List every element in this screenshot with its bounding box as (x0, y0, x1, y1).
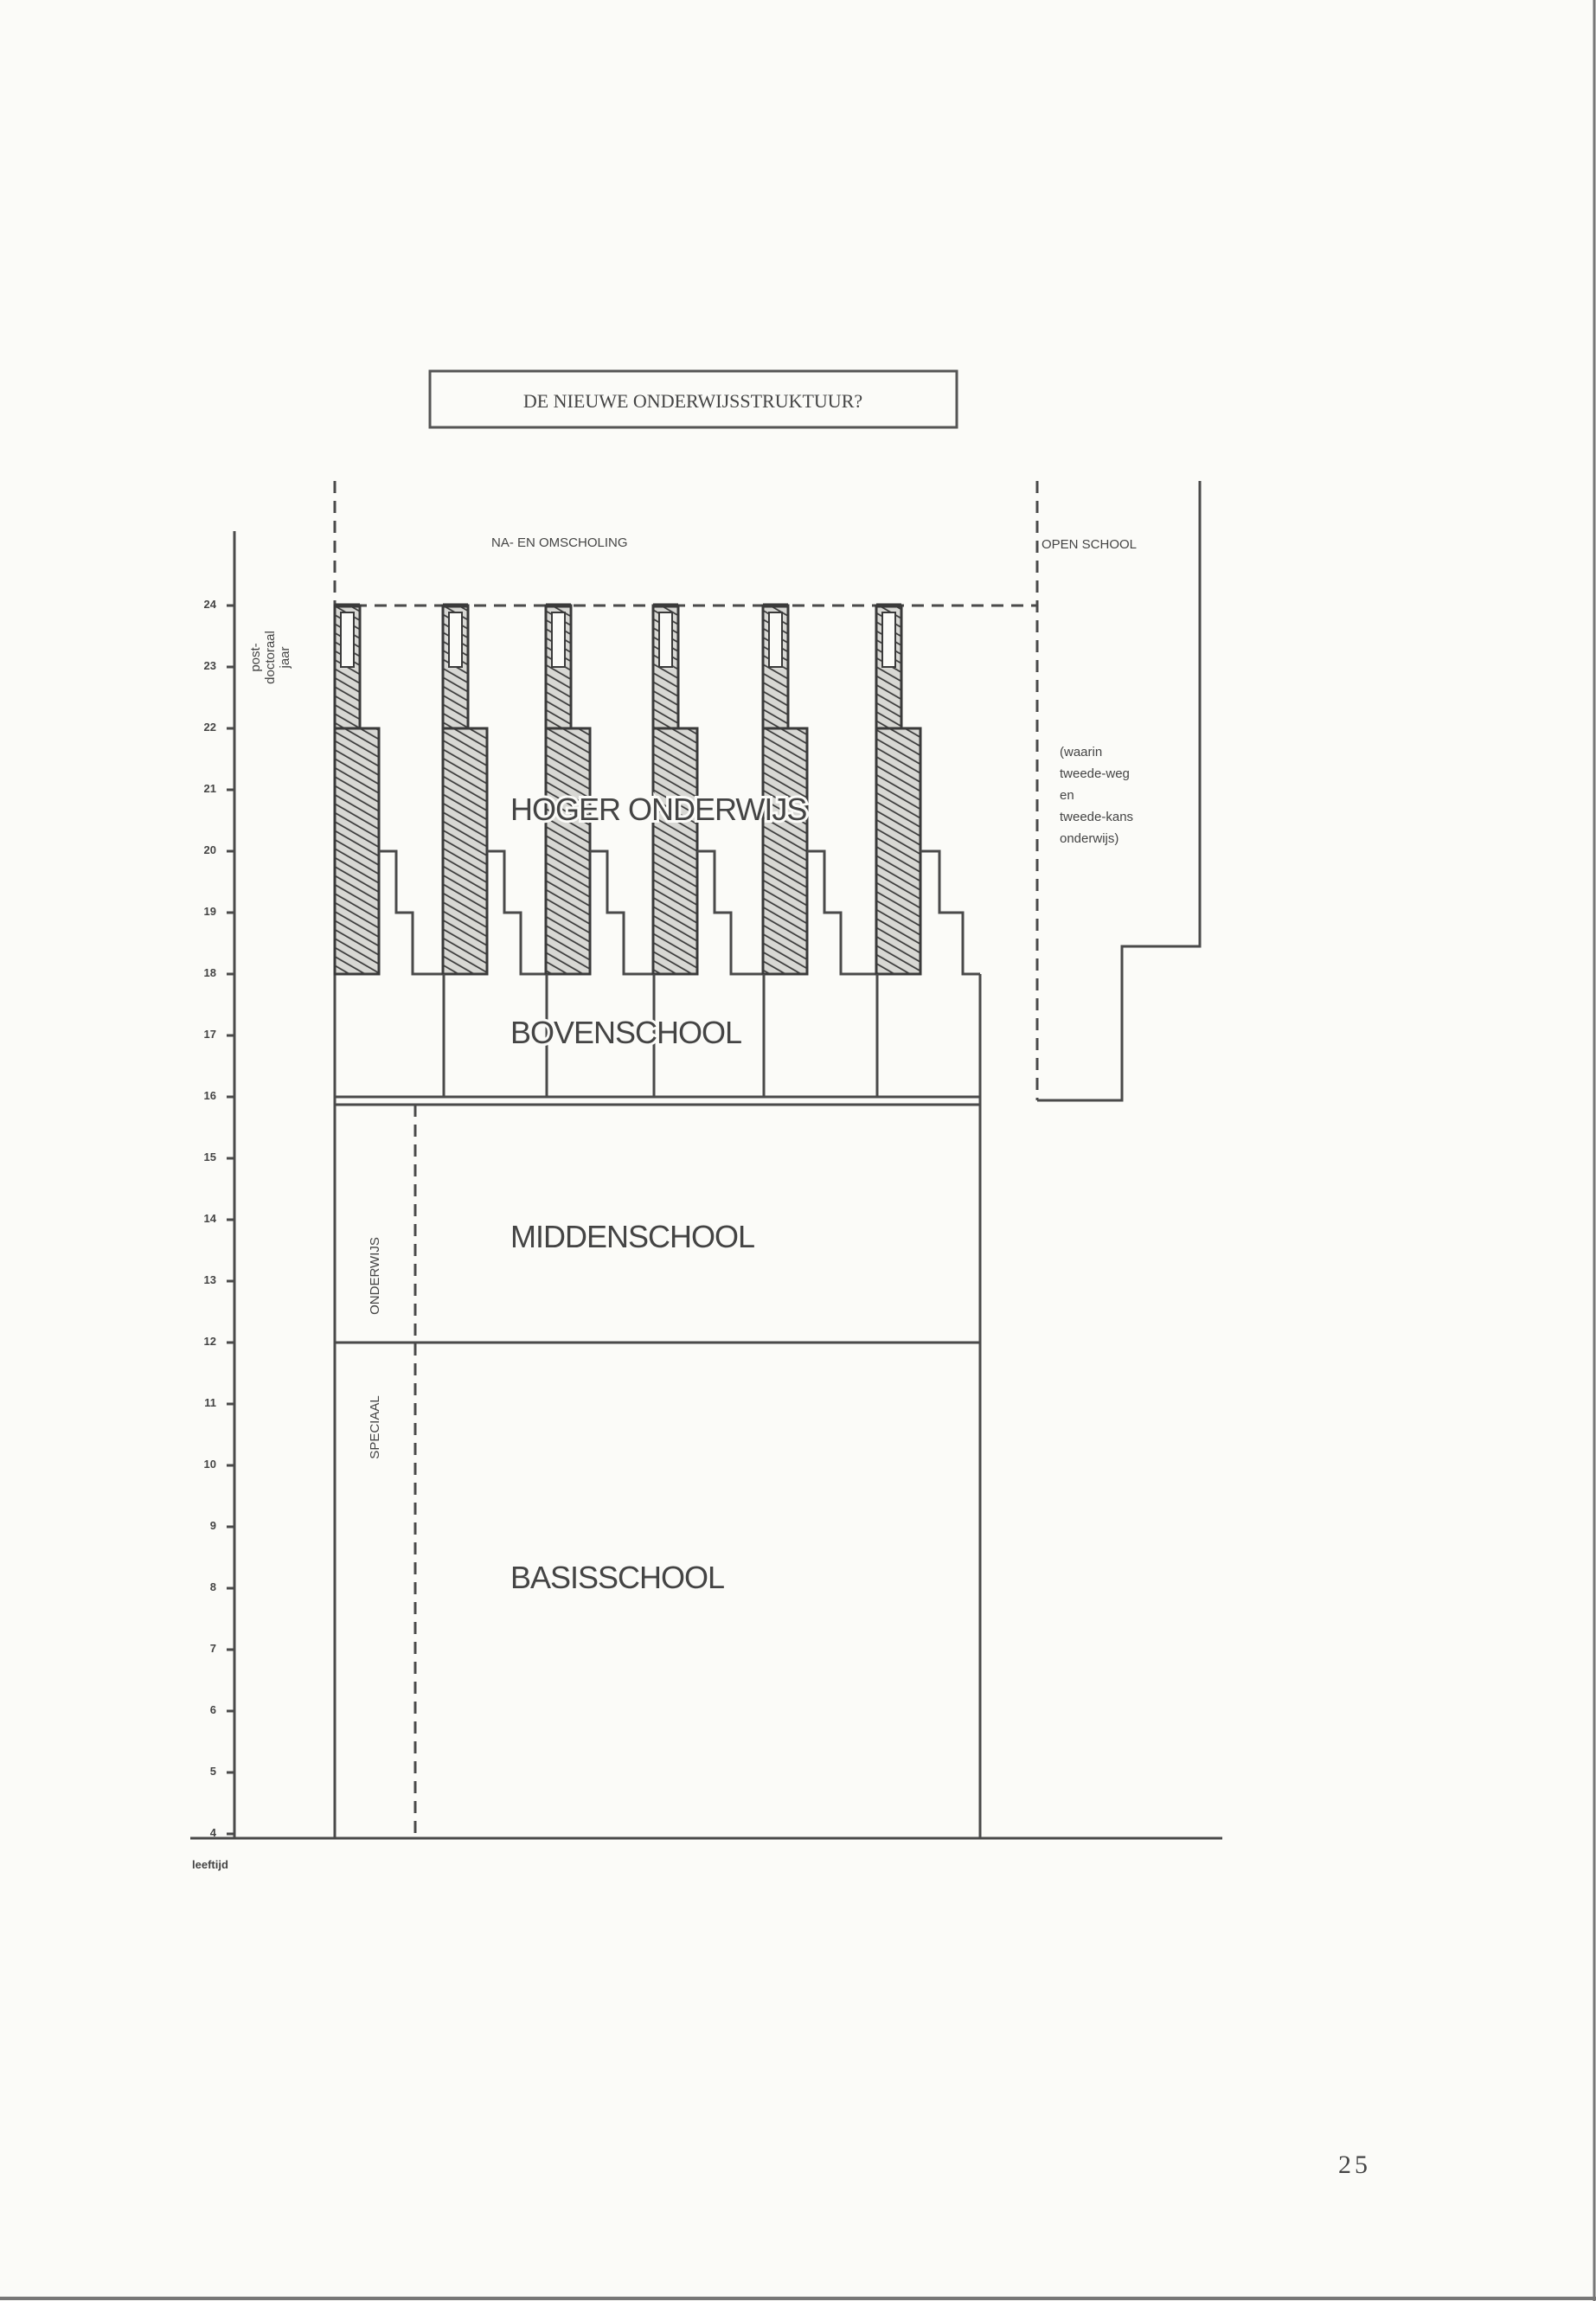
postdoc-label: post- doctoraal jaar (248, 631, 292, 684)
hatched-block-wide (544, 727, 592, 976)
hoger-onderwijs-column (544, 603, 653, 1097)
open-school-label: OPEN SCHOOL (1042, 537, 1137, 552)
staircase-outline (807, 849, 876, 976)
tick-label: 14 (204, 1212, 217, 1225)
tick-label: 7 (210, 1642, 216, 1655)
tick-label: 21 (204, 782, 216, 795)
na-omscholing-label: NA- EN OMSCHOLING (491, 535, 628, 550)
hoger-onderwijs-column (761, 603, 876, 1097)
page-title: DE NIEUWE ONDERWIJSSTRUKTUUR? (523, 390, 862, 412)
tick-label: 13 (204, 1273, 216, 1286)
postdoc-block (551, 612, 566, 668)
postdoc-block (881, 612, 896, 668)
tick-label: 22 (204, 721, 216, 734)
tick-label: 19 (204, 905, 216, 918)
middenschool-label: MIDDENSCHOOL (510, 1219, 754, 1254)
tick-label: 12 (204, 1335, 216, 1348)
postdoc-block (658, 612, 673, 668)
hatched-block-wide (333, 727, 381, 976)
postdoc-block (448, 612, 463, 668)
hatched-block-wide (651, 727, 699, 976)
postdoc-block (768, 612, 783, 668)
staircase-outline (697, 849, 763, 976)
hoger-onderwijs-column (875, 603, 980, 1097)
hatched-block-wide (761, 727, 809, 976)
tick-label: 23 (204, 659, 216, 672)
tick-label: 20 (204, 843, 216, 856)
tick-label: 8 (210, 1580, 216, 1593)
hoger-onderwijs-column (333, 603, 443, 976)
hoger-onderwijs-column (441, 603, 546, 1097)
tick-label: 15 (204, 1150, 216, 1163)
staircase-outline (920, 849, 980, 976)
tick-label: 5 (210, 1765, 216, 1778)
postdoc-label-line: doctoraal (263, 631, 278, 684)
tick-label: 4 (210, 1826, 217, 1839)
basisschool-label: BASISSCHOOL (510, 1560, 724, 1595)
open-school-note: (waarin tweede-weg en tweede-kans onderw… (1060, 745, 1133, 846)
tick-label: 9 (210, 1519, 216, 1532)
tick-label: 24 (204, 598, 217, 611)
hoger-onderwijs-column (651, 603, 763, 1097)
open-school-outline (1037, 481, 1202, 1102)
note-line: en (1060, 788, 1074, 803)
tick-label: 16 (204, 1089, 216, 1102)
onderwijs-label: ONDERWIJS (368, 1237, 382, 1315)
tick-label: 6 (210, 1703, 216, 1716)
page-number: 25 (1338, 2150, 1371, 2179)
axis-ticks: 4 5 6 7 8 9 10 11 12 13 14 15 16 17 18 19 20 21 22 23 24 (204, 598, 234, 1839)
note-line: tweede-weg (1060, 766, 1130, 781)
tick-label: 18 (204, 966, 216, 979)
hatched-block-wide (875, 727, 922, 976)
hatched-block-wide (441, 727, 489, 976)
hoger-onderwijs-label: HOGER ONDERWIJS (510, 792, 806, 827)
postdoc-block (340, 612, 355, 668)
note-line: onderwijs) (1060, 831, 1118, 846)
speciaal-label: SPECIAAL (368, 1395, 382, 1458)
title-box: DE NIEUWE ONDERWIJSSTRUKTUUR? (428, 369, 958, 429)
tick-label: 17 (204, 1028, 216, 1041)
hoger-onderwijs-columns (333, 603, 980, 1097)
axis-label: leeftijd (192, 1858, 228, 1871)
tick-label: 10 (204, 1458, 216, 1471)
postdoc-label-line: jaar (278, 646, 292, 669)
bovenschool-label: BOVENSCHOOL (510, 1015, 741, 1050)
note-line: (waarin (1060, 745, 1102, 760)
staircase-outline (379, 849, 443, 976)
tick-label: 11 (204, 1396, 216, 1409)
note-line: tweede-kans (1060, 810, 1133, 824)
staircase-outline (590, 849, 653, 976)
staircase-outline (487, 849, 546, 976)
postdoc-label-line: post- (248, 643, 263, 671)
